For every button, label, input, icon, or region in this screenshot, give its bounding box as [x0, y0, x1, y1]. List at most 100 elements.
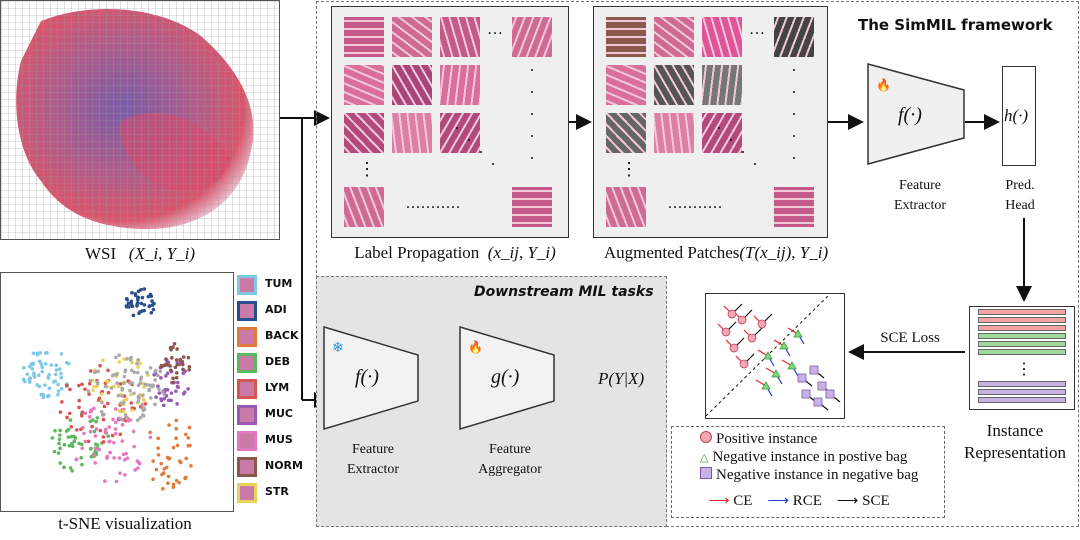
tsne-point	[35, 351, 40, 356]
negative-triangle-icon: △	[700, 452, 709, 464]
tsne-point	[137, 461, 142, 466]
tsne-point	[67, 443, 72, 448]
tsne-point	[158, 369, 163, 374]
legend-positive: Positive instance	[700, 431, 817, 448]
tsne-point	[57, 437, 62, 442]
representation-bar	[978, 381, 1066, 387]
tsne-point	[174, 389, 178, 394]
ellipsis-left: ⋮	[358, 159, 376, 179]
tsne-point	[113, 372, 117, 377]
tsne-point	[111, 417, 115, 422]
feature-extractor-label: Feature Extractor	[870, 176, 970, 216]
tsne-point	[121, 452, 126, 457]
tsne-point	[118, 432, 123, 437]
tsne-point	[68, 466, 73, 470]
wsi-caption: WSI (X_i, Y_i)	[60, 244, 220, 264]
tsne-point	[142, 308, 147, 313]
tsne-point	[86, 439, 91, 444]
tsne-point	[137, 396, 141, 401]
tsne-point	[95, 416, 100, 420]
tsne-caption: t-SNE visualization	[58, 514, 192, 533]
tsne-point	[116, 384, 121, 389]
tsne-point	[164, 374, 168, 378]
patch-image	[606, 113, 646, 153]
tsne-point	[119, 417, 123, 421]
ellipsis-vertical	[531, 91, 533, 93]
augmented-patches-panel: ...........…⋮	[593, 6, 828, 238]
tissue-legend-label: BACK	[265, 329, 299, 342]
pred-head-label: Pred. Head	[990, 176, 1050, 216]
tsne-point	[136, 365, 140, 369]
tsne-point	[93, 434, 98, 438]
tsne-point	[171, 376, 175, 381]
patch-image	[606, 187, 646, 227]
tsne-point	[122, 374, 127, 379]
ellipsis-diagonal	[718, 127, 720, 129]
tsne-point	[123, 473, 127, 477]
pred-head-line1: Pred.	[1005, 178, 1035, 193]
tsne-point	[148, 292, 153, 297]
tsne-point	[58, 446, 62, 451]
positive-instance	[747, 333, 757, 343]
negative-instance-neg-bag	[797, 373, 807, 383]
tissue-swatch	[237, 327, 257, 347]
tissue-legend-item: DEB	[237, 351, 317, 377]
tsne-point	[80, 413, 84, 418]
tsne-point	[124, 397, 129, 402]
tsne-point	[101, 435, 106, 439]
tsne-point	[118, 471, 122, 475]
tsne-point	[171, 482, 176, 487]
patch-image	[702, 113, 742, 153]
tsne-point	[128, 388, 132, 393]
tsne-point	[120, 439, 125, 443]
tsne-point	[129, 392, 133, 397]
tsne-point	[151, 477, 155, 482]
tissue-swatch	[237, 431, 257, 451]
tsne-point	[95, 381, 100, 386]
tsne-point	[69, 424, 74, 429]
legend-rce: RCE	[792, 493, 822, 509]
feature-extractor-line2: Extractor	[893, 198, 947, 213]
tsne-point	[64, 383, 69, 388]
tsne-point	[40, 369, 45, 374]
tsne-point	[94, 427, 99, 431]
negative-instance-neg-bag	[801, 389, 811, 399]
ellipsis-horizontal: ...........	[668, 195, 723, 212]
tsne-point	[114, 479, 119, 484]
tsne-point	[102, 404, 107, 409]
tsne-point	[54, 363, 59, 367]
tsne-point	[150, 303, 155, 307]
tissue-swatch	[237, 483, 257, 503]
tsne-point	[88, 415, 92, 419]
representation-bar	[978, 333, 1066, 339]
feature-extractor-func: f(·)	[898, 104, 922, 126]
tsne-point	[174, 371, 179, 375]
instance-representation-label: Instance Representation	[950, 420, 1080, 464]
tsne-point	[174, 358, 179, 362]
tsne-point	[120, 386, 124, 391]
tsne-point	[156, 384, 160, 388]
patch-image	[654, 113, 694, 153]
tissue-legend-label: MUS	[265, 433, 293, 446]
tsne-point	[130, 304, 135, 309]
tsne-point	[80, 446, 84, 451]
tsne-point	[79, 456, 83, 460]
tsne-point	[175, 380, 180, 385]
tsne-point	[59, 352, 64, 356]
tsne-point	[175, 402, 179, 406]
tsne-point	[151, 383, 156, 388]
tsne-point	[164, 465, 169, 470]
negative-instance-neg-bag	[817, 381, 827, 391]
tsne-point	[136, 358, 141, 362]
tsne-point	[77, 383, 81, 388]
tsne-point	[133, 293, 138, 298]
tsne-point	[57, 367, 62, 371]
tsne-point	[58, 410, 63, 414]
negative-instance-pos-bag	[793, 329, 803, 338]
tsne-point	[170, 356, 174, 360]
downstream-aggregator-block	[459, 325, 555, 431]
tsne-point	[37, 384, 42, 389]
tsne-point	[97, 396, 102, 401]
tsne-point	[125, 357, 129, 361]
tsne-point	[70, 469, 74, 473]
